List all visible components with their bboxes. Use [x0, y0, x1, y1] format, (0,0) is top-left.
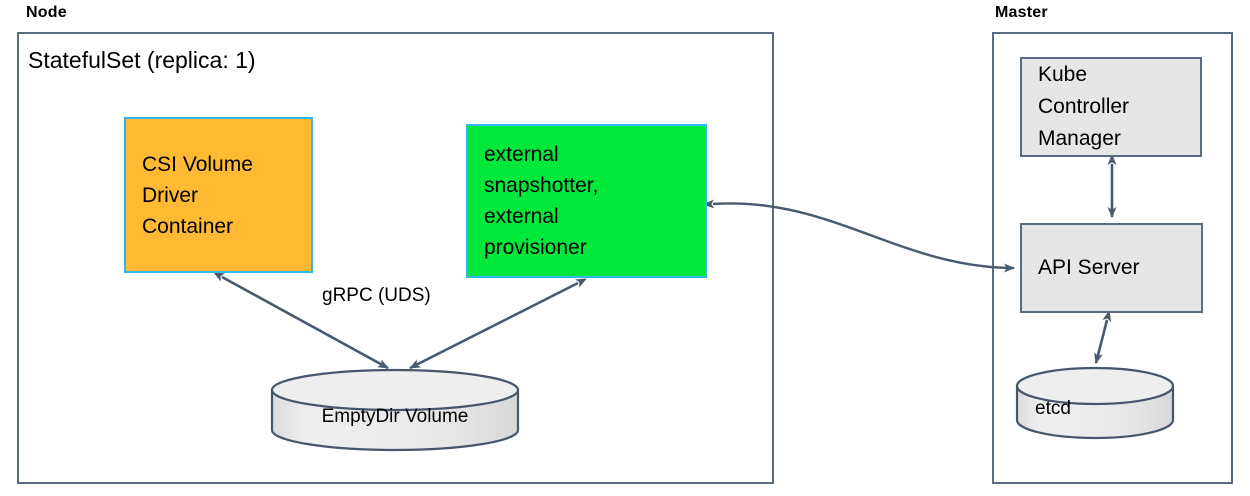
zone-label-node: Node — [26, 4, 67, 21]
edge-apiserver-to-etcd — [1094, 310, 1112, 364]
node-label-api-server: API Server — [1038, 256, 1140, 279]
node-label-kube-controller-manager: Kube Controller Manager — [1038, 63, 1130, 150]
node-kube-controller-manager[interactable]: Kube Controller Manager — [1020, 57, 1202, 157]
node-api-server[interactable]: API Server — [1020, 223, 1203, 313]
edge-external-to-emptydir — [409, 278, 587, 370]
node-label-external-snapshotter-provisioner: external snapshotter, external provision… — [484, 143, 599, 259]
edge-label-grpc-uds: gRPC (UDS) — [322, 285, 431, 306]
node-label-etcd: etcd — [1035, 398, 1071, 419]
shape-emptydir-volume — [270, 368, 520, 452]
group-title-statefulset: StatefulSet (replica: 1) — [28, 47, 256, 73]
edge-csi-to-emptydir — [213, 272, 389, 370]
shape-etcd — [1015, 366, 1175, 440]
node-label-csi-volume-driver-container: CSI Volume Driver Container — [142, 152, 253, 238]
zone-label-master: Master — [995, 4, 1048, 21]
edge-external-to-apiserver — [703, 199, 1015, 273]
node-csi-volume-driver-container[interactable]: CSI Volume Driver Container — [124, 117, 313, 273]
node-external-snapshotter-provisioner[interactable]: external snapshotter, external provision… — [466, 124, 707, 278]
node-label-emptydir-volume: EmptyDir Volume — [321, 406, 469, 427]
